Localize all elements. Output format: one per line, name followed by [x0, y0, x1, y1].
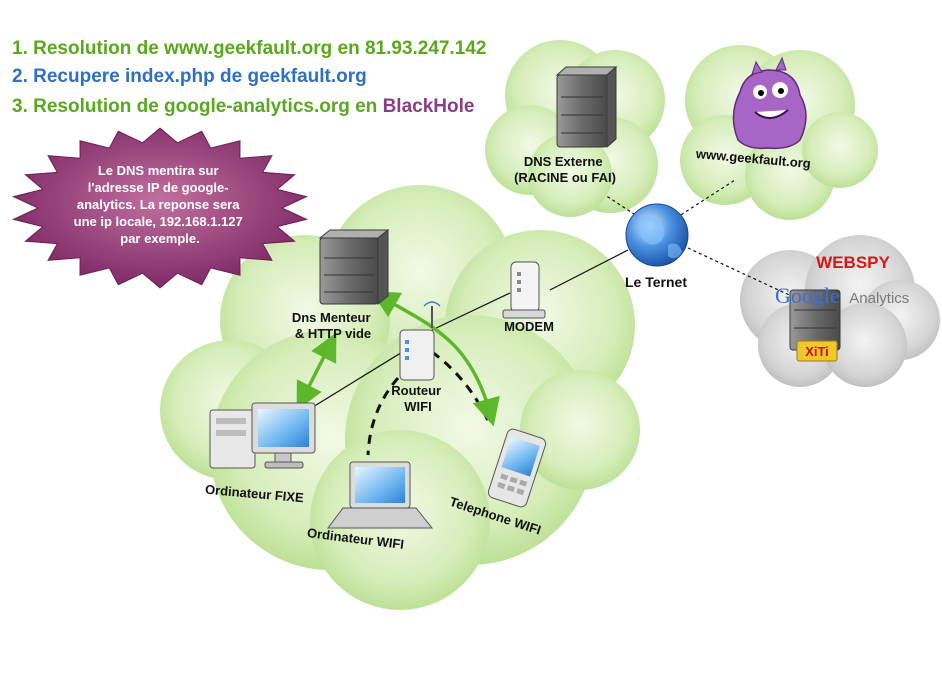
step-2-number: 2.	[12, 66, 28, 87]
routeur-label-line-2: WIFI	[404, 399, 431, 414]
dns-externe-label: DNS Externe (RACINE ou FAI)	[514, 154, 616, 185]
dns-menteur-label-line-1: Dns Menteur	[292, 310, 371, 325]
arrow-pc-dns	[296, 332, 337, 411]
callout-line-2: l'adresse IP de google-	[88, 180, 229, 195]
phone-icon	[487, 428, 547, 508]
step-1-number: 1.	[12, 38, 28, 59]
webspy-logo: WEBSPY	[816, 253, 890, 272]
routeur-label: Routeur WIFI	[391, 383, 444, 414]
callout-line-3: analytics. La reponse sera	[77, 197, 240, 212]
internet-label: Le Ternet	[625, 274, 687, 290]
step-2: 2. Recupere index.php de geekfault.org	[12, 66, 367, 88]
modem-icon	[502, 261, 546, 319]
router-icon	[399, 301, 441, 381]
callout-starburst	[11, 127, 309, 289]
xiti-logo-text: XiTi	[805, 344, 829, 359]
step-1: 1. Resolution de www.geekfault.org en 81…	[12, 38, 486, 60]
routeur-label-line-1: Routeur	[391, 383, 441, 398]
geekfault-mascot-icon	[732, 56, 807, 150]
callout-line-5: par exemple.	[120, 231, 200, 246]
modem-label: MODEM	[504, 319, 554, 334]
dns-arrows	[296, 291, 500, 427]
step-3-text: Resolution de google-analytics.org en	[33, 96, 383, 117]
desktop-computer-icon	[209, 402, 316, 469]
callout-text: Le DNS mentira sur l'adresse IP de googl…	[74, 163, 247, 246]
callout-line-4: une ip locale, 192.168.1.127	[74, 214, 243, 229]
trackers-server-icon	[789, 289, 841, 351]
dns-menteur-label-line-2: & HTTP vide	[295, 326, 371, 341]
dns-externe-server-icon	[555, 65, 618, 149]
arrow-phone-dns	[370, 291, 500, 427]
link-globe-trackers	[687, 247, 801, 301]
link-modem-globe	[549, 249, 629, 291]
dns-menteur-label: Dns Menteur & HTTP vide	[292, 310, 374, 341]
internet-globe-icon	[625, 203, 689, 267]
dns-externe-label-line-2: (RACINE ou FAI)	[514, 170, 616, 185]
step-3: 3. Resolution de google-analytics.org en…	[12, 96, 474, 118]
step-2-text: Recupere index.php de geekfault.org	[33, 66, 367, 87]
step-3-number: 3.	[12, 96, 28, 117]
dns-externe-label-line-1: DNS Externe	[524, 154, 603, 169]
dns-menteur-server-icon	[318, 228, 390, 306]
analytics-logo-text: Analytics	[849, 290, 909, 307]
xiti-logo: XiTi	[796, 340, 838, 362]
google-logo: Google Analytics	[775, 283, 909, 308]
google-logo-text: Google	[775, 283, 840, 308]
laptop-icon	[327, 461, 434, 529]
step-1-text: Resolution de www.geekfault.org en 81.93…	[33, 38, 487, 59]
callout-line-1: Le DNS mentira sur	[98, 163, 219, 178]
step-3-highlight: BlackHole	[382, 96, 475, 117]
